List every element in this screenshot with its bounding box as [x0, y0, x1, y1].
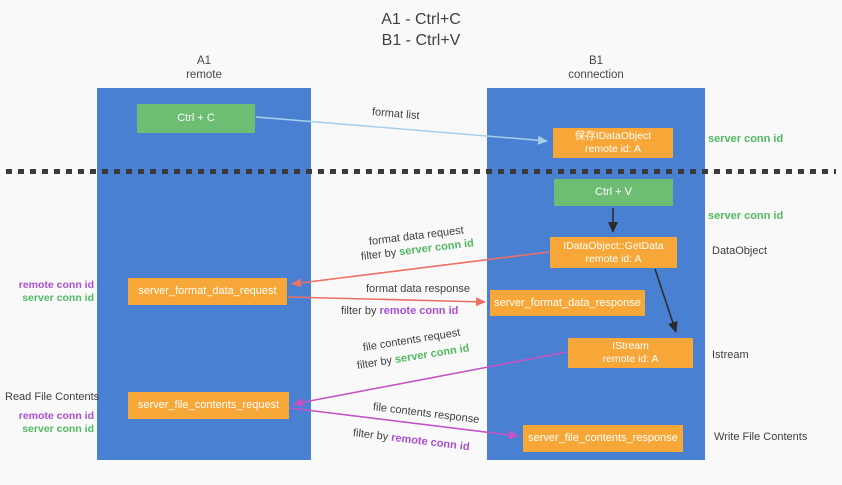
node-server-file-contents-request: server_file_contents_request — [128, 392, 289, 419]
node-server-format-data-request: server_format_data_request — [128, 278, 287, 305]
annotation-file-remote-conn-id: remote conn id — [18, 410, 94, 422]
file-contents-request-arrow — [293, 351, 568, 407]
title-line-ctrl-c: A1 - Ctrl+C — [381, 11, 461, 28]
file-contents-response-arrow — [289, 407, 519, 440]
column-header-a1: A1 remote — [97, 54, 311, 82]
diagram-title: A1 - Ctrl+C B1 - Ctrl+V — [0, 9, 842, 51]
node-save-idataobject-line1: 保存IDataObject — [574, 130, 652, 142]
getdata-to-istream-arrow — [654, 268, 678, 333]
edge-label-format-data-response-filter: filter by remote conn id — [341, 305, 458, 317]
column-b1-name: B1 — [588, 55, 604, 67]
node-file-response-label: server_file_contents_response — [528, 432, 678, 444]
node-file-request-label: server_file_contents_request — [137, 399, 280, 411]
format-data-request-arrow — [291, 251, 550, 288]
node-istream-line1: IStream — [612, 340, 649, 352]
node-save-idataobject-line2: remote id: A — [584, 143, 642, 155]
annotation-format-server-conn-id: server conn id — [22, 292, 94, 304]
node-format-request-label: server_format_data_request — [138, 285, 277, 297]
remote-conn-id-key: remote conn id — [379, 305, 459, 317]
annotation-dataobject: DataObject — [712, 245, 768, 257]
column-a1-role: remote — [186, 69, 222, 81]
annotation-format-remote-conn-id: remote conn id — [18, 279, 94, 291]
title-line-ctrl-v: B1 - Ctrl+V — [381, 32, 461, 49]
annotation-format-conn-ids: remote conn id server conn id — [8, 279, 94, 305]
annotation-file-conn-ids: remote conn id server conn id — [8, 410, 94, 436]
column-b1-role: connection — [568, 69, 624, 81]
node-ctrl-c: Ctrl + C — [137, 104, 255, 133]
node-istream-line2: remote id: A — [602, 353, 659, 365]
node-getdata-line2: remote id: A — [585, 252, 642, 265]
node-ctrl-v-label: Ctrl + V — [595, 186, 632, 198]
node-format-response-label: server_format_data_response — [494, 296, 641, 309]
phase-separator-dotted-line — [6, 169, 836, 174]
node-save-idataobject: 保存IDataObject remote id: A — [553, 128, 673, 158]
annotation-server-conn-id-mid: server conn id — [708, 210, 784, 222]
node-istream: IStream remote id: A — [568, 338, 693, 368]
node-ctrl-v: Ctrl + V — [554, 179, 673, 206]
filter-by-prefix: filter by — [341, 305, 380, 317]
annotation-write-file-contents: Write File Contents — [714, 431, 808, 443]
annotation-istream: Istream — [712, 349, 749, 361]
node-idataobject-getdata: IDataObject::GetData remote id: A — [550, 237, 677, 268]
column-header-b1: B1 connection — [487, 54, 705, 82]
column-a1-name: A1 — [196, 55, 212, 67]
annotation-read-file-contents: Read File Contents — [5, 391, 100, 403]
node-getdata-line1: IDataObject::GetData — [563, 239, 664, 252]
format-data-response-arrow — [287, 296, 486, 307]
annotation-file-server-conn-id: server conn id — [22, 423, 94, 435]
format-list-arrow — [255, 116, 548, 145]
node-server-format-data-response: server_format_data_response — [490, 290, 645, 316]
edge-label-format-data-response: format data response — [366, 283, 470, 295]
node-server-file-contents-response: server_file_contents_response — [523, 425, 683, 452]
node-ctrl-c-label: Ctrl + C — [177, 112, 215, 124]
annotation-server-conn-id-top: server conn id — [708, 133, 784, 145]
